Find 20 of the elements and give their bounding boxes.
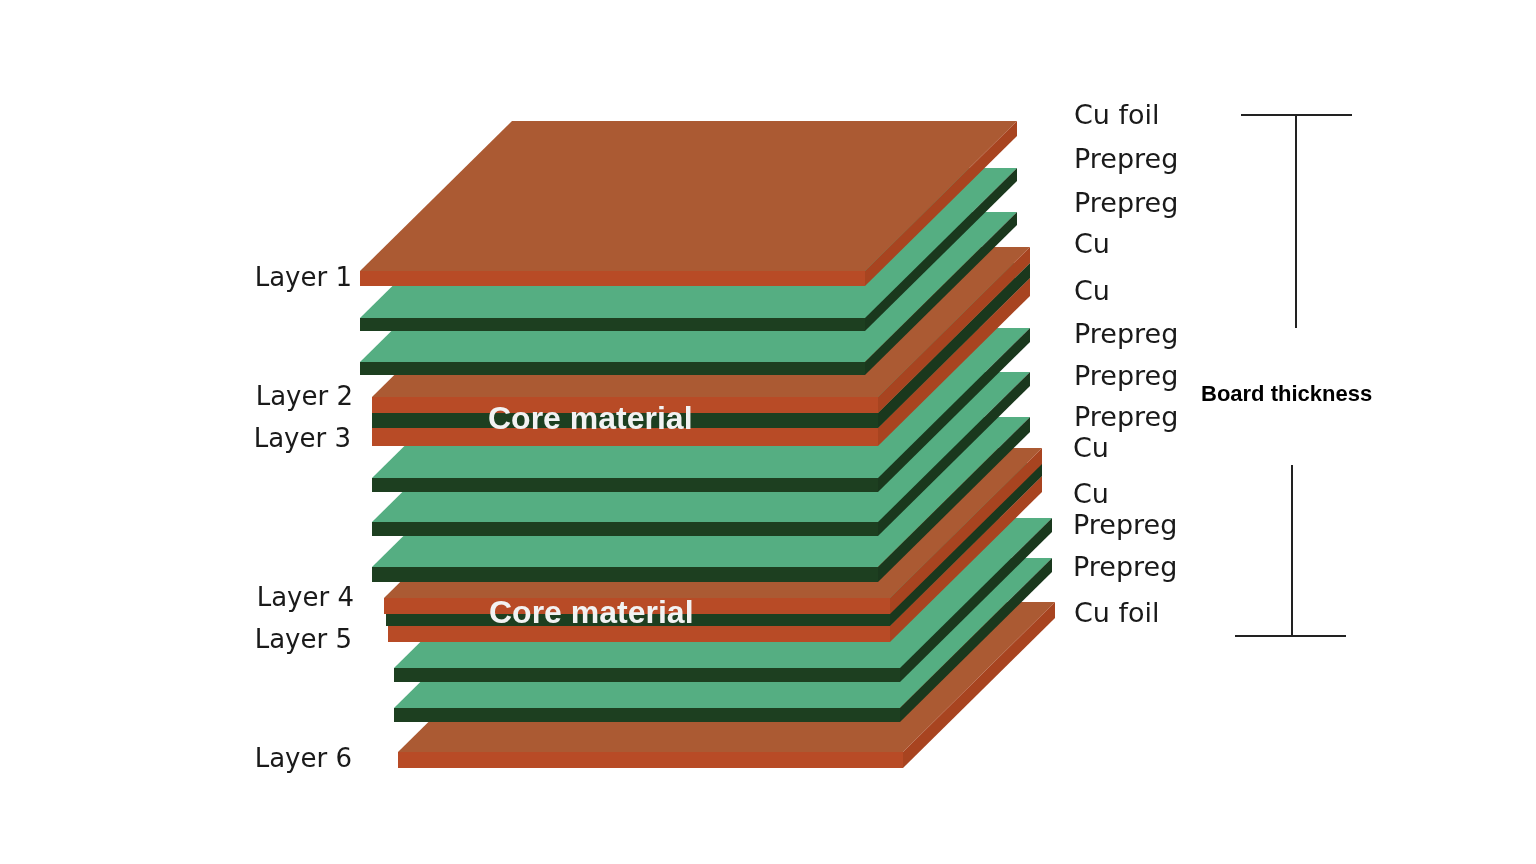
layer-material-label: Cu <box>1073 479 1109 507</box>
layer-number-label: Layer 4 <box>256 584 354 610</box>
layer-material-label: Cu <box>1074 229 1110 257</box>
layer-number-label: Layer 1 <box>254 264 352 290</box>
layer-number-label: Layer 6 <box>254 745 352 771</box>
layer-number-label: Layer 2 <box>255 383 353 409</box>
layer-material-label: Cu <box>1074 276 1110 304</box>
dimension-label: Board thickness <box>1201 383 1373 405</box>
layer-material-label: Prepreg <box>1074 319 1179 347</box>
layer-material-label: Prepreg <box>1073 510 1178 538</box>
layer-material-label: Cu foil <box>1074 598 1160 626</box>
layer-material-label: Cu <box>1073 433 1109 461</box>
layer-material-label: Cu foil <box>1074 100 1160 128</box>
layer-material-label: Prepreg <box>1074 402 1179 430</box>
layer-material-label: Prepreg <box>1074 188 1179 216</box>
layer-number-label: Layer 5 <box>254 626 352 652</box>
layer-material-label: Prepreg <box>1074 144 1179 172</box>
layer-material-label: Prepreg <box>1073 552 1178 580</box>
layer-material-label: Prepreg <box>1074 361 1179 389</box>
layer-number-label: Layer 3 <box>253 425 351 451</box>
